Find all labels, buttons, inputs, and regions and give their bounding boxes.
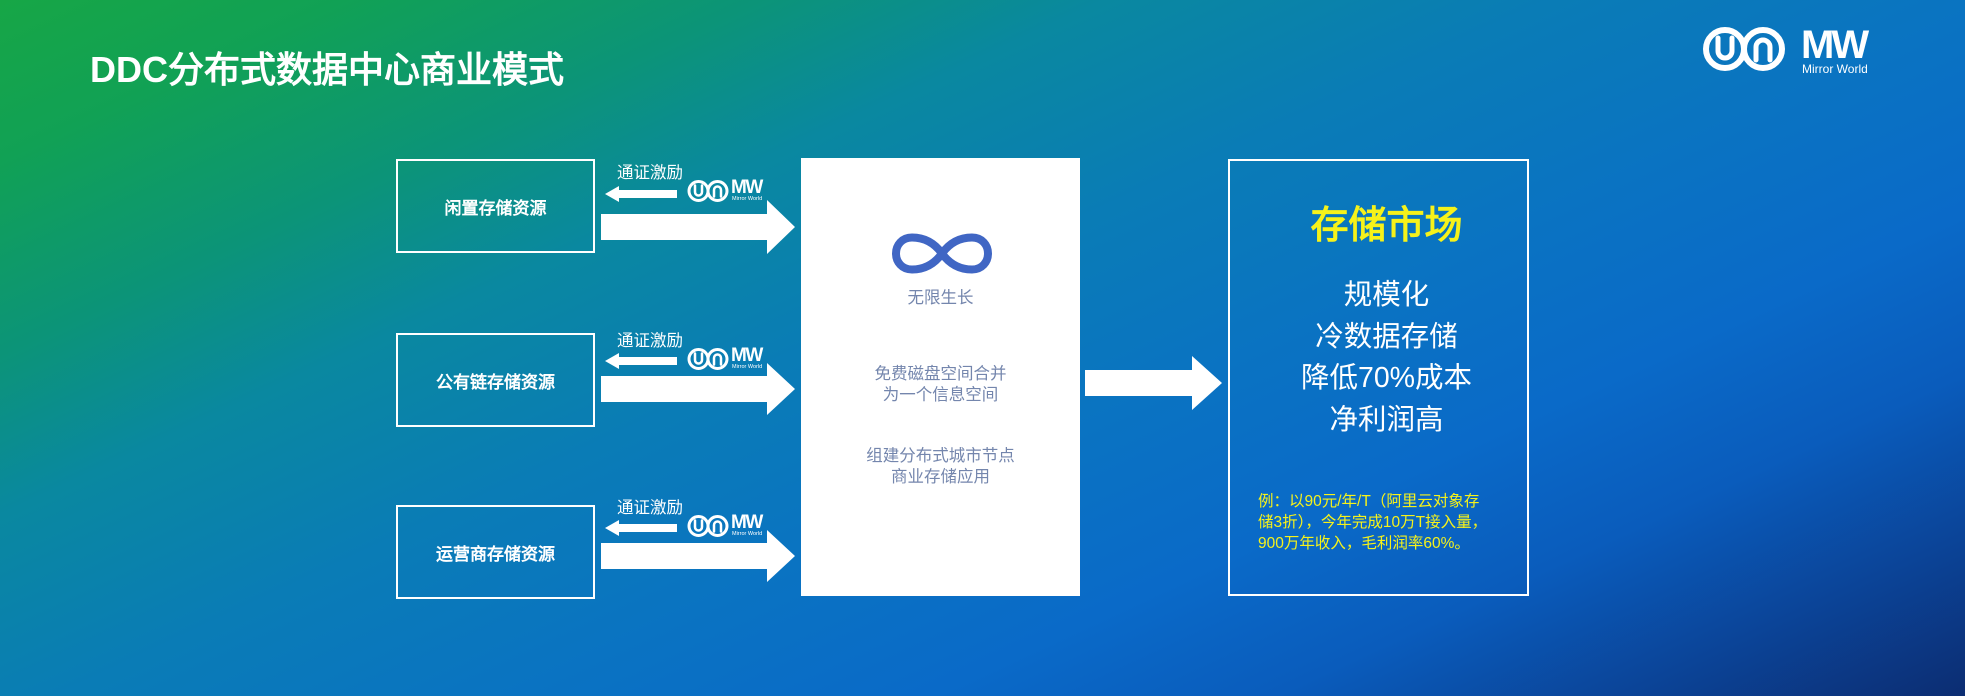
incentive-label: 通证激励 — [617, 164, 683, 182]
mirror-world-logo-icon — [687, 180, 729, 202]
hub-point-line: 免费磁盘空间合并 — [874, 365, 1007, 383]
market-features: 规模化 冷数据存储 降低70%成本 净利润高 — [1246, 275, 1527, 442]
market-note-line: 储3折），今年完成10万T接入量， — [1258, 514, 1488, 531]
hub-point: 组建分布式城市节点 商业存储应用 — [801, 446, 1080, 488]
brand-name: Mirror World — [732, 364, 763, 370]
hub-panel: 无限生长 免费磁盘空间合并 为一个信息空间 组建分布式城市节点 商业存储应用 — [801, 158, 1080, 596]
arrow-right-icon — [1085, 356, 1222, 410]
slide-title: DDC分布式数据中心商业模式 — [90, 49, 564, 90]
token-logo: MW Mirror World — [687, 512, 767, 538]
source-label: 运营商存储资源 — [436, 544, 555, 564]
hub-point-line: 商业存储应用 — [891, 468, 990, 486]
hub-point-line: 组建分布式城市节点 — [866, 447, 1015, 465]
mirror-world-logo-icon — [1703, 27, 1785, 71]
market-feature: 规模化 — [1343, 279, 1430, 311]
brand-mark: MW — [731, 177, 763, 198]
hub-point-line: 为一个信息空间 — [882, 386, 999, 404]
arrow-left-icon — [605, 520, 677, 536]
brand-name: Mirror World — [1802, 62, 1868, 76]
arrow-left-icon — [605, 353, 677, 369]
brand-mark: MW — [731, 345, 763, 366]
token-logo: MW Mirror World — [687, 177, 767, 203]
arrow-left-icon — [605, 186, 677, 202]
source-box-operator-storage: 运营商存储资源 — [396, 505, 595, 599]
market-note-line: 例：以90元/年/T（阿里云对象存 — [1258, 493, 1480, 510]
brand-name: Mirror World — [732, 196, 763, 202]
infinity-icon — [892, 233, 992, 274]
incentive-label: 通证激励 — [617, 499, 683, 517]
market-feature: 降低70%成本 — [1300, 362, 1473, 395]
mirror-world-logo-icon — [687, 348, 729, 370]
market-note-line: 900万年收入，毛利润率60%。 — [1258, 535, 1470, 552]
market-feature: 净利润高 — [1329, 404, 1444, 437]
source-label: 公有链存储资源 — [436, 372, 555, 392]
brand-logo: MW Mirror World — [1702, 23, 1877, 76]
source-box-idle-storage: 闲置存储资源 — [396, 159, 595, 253]
market-panel: 存储市场 规模化 冷数据存储 降低70%成本 净利润高 例：以90元/年/T（阿… — [1228, 159, 1529, 596]
source-label: 闲置存储资源 — [444, 198, 547, 218]
source-box-public-chain-storage: 公有链存储资源 — [396, 333, 595, 427]
brand-name: Mirror World — [732, 531, 763, 537]
incentive-label: 通证激励 — [617, 332, 683, 350]
token-logo: MW Mirror World — [687, 345, 767, 371]
mirror-world-logo-icon — [687, 515, 729, 537]
brand-mark: MW — [731, 512, 763, 533]
brand-mark: MW — [1801, 23, 1869, 67]
market-title: 存储市场 — [1310, 205, 1463, 247]
hub-tagline: 无限生长 — [907, 289, 974, 307]
market-feature: 冷数据存储 — [1315, 320, 1458, 353]
hub-point: 免费磁盘空间合并 为一个信息空间 — [801, 364, 1080, 406]
market-example-note: 例：以90元/年/T（阿里云对象存 储3折），今年完成10万T接入量， 900万… — [1258, 491, 1487, 554]
arrow-right-icon — [601, 200, 795, 254]
